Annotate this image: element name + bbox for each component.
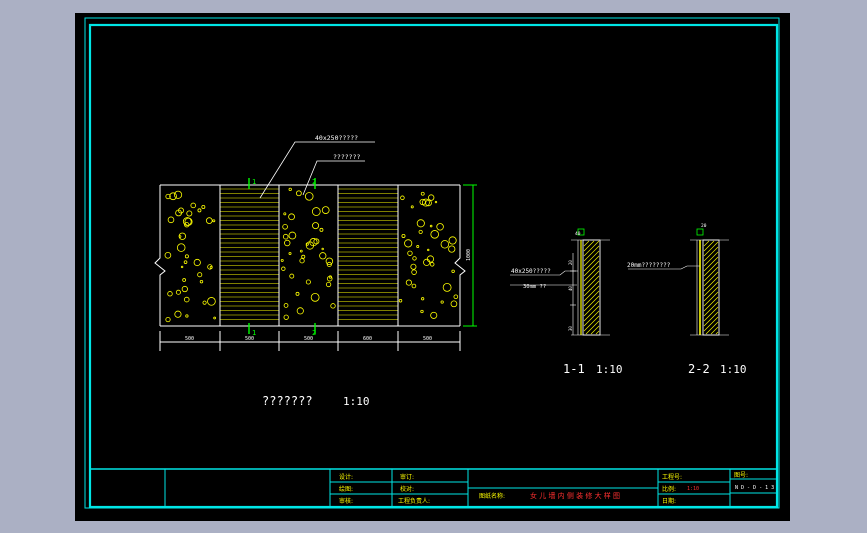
plan-dimension-texts: 500 500 500 600 500 bbox=[185, 336, 432, 342]
section-1-label-b: 30mm ?? bbox=[523, 284, 546, 290]
cut-mark-top-1: 1 bbox=[252, 178, 256, 186]
section-2-scale: 1:10 bbox=[720, 363, 747, 376]
plan-scale: 1:10 bbox=[343, 395, 370, 408]
tb-sheet-no: N D - D - 1 3 bbox=[735, 485, 774, 491]
tb-sheet-no-label: 图号: bbox=[734, 472, 748, 479]
plan-leaders bbox=[259, 141, 375, 199]
section-2-label-a: 20mm???????? bbox=[627, 262, 671, 269]
title-block bbox=[90, 468, 777, 507]
cut-mark-top-2: 2 bbox=[312, 178, 316, 186]
tb-proofread: 校对: bbox=[400, 485, 414, 493]
title-block-labels: 设计: 绘图: 审核: 审订: 校对: 工程负责人: 图纸名称: 工程号: 比例… bbox=[339, 472, 748, 505]
section-1-hatch bbox=[583, 240, 600, 335]
tb-drawing-name: 女 儿 墙 内 侧 装 修 大 样 图 bbox=[530, 491, 620, 500]
drawing-frame bbox=[84, 17, 780, 509]
cut-mark-bottom-1: 1 bbox=[252, 329, 256, 337]
section-1-dim-1: 20 bbox=[568, 260, 573, 265]
section-1-1-detail bbox=[510, 228, 610, 336]
section-2-title: 2-2 bbox=[688, 362, 710, 376]
section-2-hatch bbox=[703, 240, 719, 335]
section-1-top-mark: 40 bbox=[575, 231, 581, 237]
cad-drawing: 1000 500 500 500 600 500 1 1 2 2 40x250?… bbox=[84, 17, 780, 509]
plan-outline bbox=[154, 184, 466, 351]
plan-board-stripes bbox=[220, 188, 398, 320]
plan-leader-label-2: ??????? bbox=[333, 153, 360, 161]
section-1-title: 1-1 bbox=[563, 362, 585, 376]
plan-height-dimension bbox=[463, 184, 477, 327]
plan-dim-4: 600 bbox=[363, 336, 372, 342]
tb-scale-value: 1:10 bbox=[687, 486, 699, 492]
tb-design: 设计: bbox=[339, 473, 353, 481]
section-cut-labels: 1 1 2 2 bbox=[252, 178, 316, 337]
section-1-scale: 1:10 bbox=[596, 363, 623, 376]
tb-draw: 绘图: bbox=[339, 485, 353, 493]
section-1-dim-3: 30 bbox=[568, 326, 573, 331]
section-2-top-mark: 20 bbox=[701, 223, 707, 229]
cut-mark-bottom-2: 2 bbox=[312, 329, 316, 337]
section-2-2-detail bbox=[628, 228, 729, 336]
plan-dim-1: 500 bbox=[185, 336, 194, 342]
section-1-dim-2: 40 bbox=[568, 286, 573, 291]
tb-project-no: 工程号: bbox=[662, 473, 682, 481]
tb-date: 日期: bbox=[662, 497, 676, 505]
section-cut-markers bbox=[248, 178, 316, 334]
tb-drawing-name-label: 图纸名称: bbox=[479, 492, 505, 500]
plan-dim-3: 500 bbox=[304, 336, 313, 342]
plan-concrete-fill bbox=[164, 187, 459, 323]
drawing-sheet: 1000 500 500 500 600 500 1 1 2 2 40x250?… bbox=[75, 13, 790, 521]
tb-scale-label: 比例: bbox=[662, 485, 676, 493]
plan-dim-5: 500 bbox=[423, 336, 432, 342]
plan-leader-label-1: 40x250????? bbox=[315, 134, 358, 142]
section-1-label-a: 40x250????? bbox=[511, 268, 551, 275]
tb-lead: 工程负责人: bbox=[398, 497, 430, 505]
plan-height-dim-text: 1000 bbox=[466, 249, 472, 261]
tb-review: 审订: bbox=[400, 473, 414, 481]
plan-dim-2: 500 bbox=[245, 336, 254, 342]
tb-check: 审核: bbox=[339, 497, 353, 505]
plan-title: ??????? bbox=[262, 394, 313, 408]
